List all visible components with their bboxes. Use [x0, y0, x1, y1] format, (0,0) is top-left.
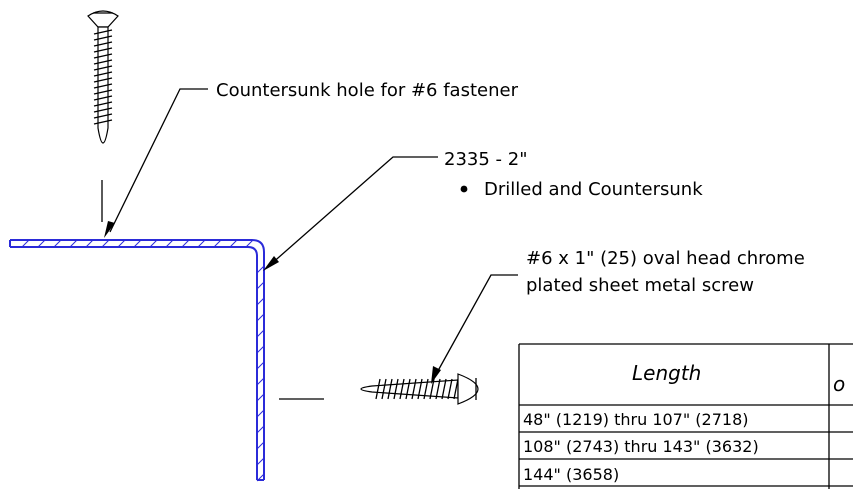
drawing-stroke: [256, 457, 265, 466]
bullet-icon: [460, 185, 468, 193]
part-number-callout: 2335 - 2": [444, 149, 527, 170]
drawing-stroke: [213, 239, 222, 248]
drawing-stroke: [93, 119, 113, 125]
drawing-stroke: [93, 35, 113, 41]
drawing-stroke: [417, 378, 423, 400]
drawing-stroke: [133, 239, 142, 248]
drawing-stroke: [256, 393, 265, 402]
drawing-stroke: [381, 378, 387, 400]
drawing-stroke: [256, 409, 265, 418]
drawing-stroke: [256, 377, 265, 386]
drawing-stroke: [447, 378, 453, 400]
drawing-stroke: [256, 329, 265, 338]
drawing-stroke: [256, 297, 265, 306]
drawing-stroke: [375, 378, 381, 400]
drawing-stroke: [37, 239, 46, 248]
leader-part: [263, 156, 438, 271]
table-row-1: 48" (1219) thru 107" (2718): [523, 410, 749, 429]
table-header-length: Length: [632, 361, 701, 385]
drawing-stroke: [101, 239, 110, 248]
drawing-stroke: [245, 239, 254, 248]
horizontal-screw-icon: [360, 373, 479, 405]
drawing-stroke: [93, 41, 113, 47]
drawing-stroke: [149, 239, 158, 248]
drawing-stroke: [93, 113, 113, 119]
drawing-stroke: [256, 313, 265, 322]
drawing-stroke: [441, 378, 447, 400]
drawing-stroke: [21, 239, 30, 248]
countersunk-callout: Countersunk hole for #6 fastener: [216, 80, 519, 101]
drawing-stroke: [93, 59, 113, 65]
drawing-stroke: [93, 101, 113, 107]
table-header-partial: o: [833, 372, 845, 396]
drawing-stroke: [256, 473, 265, 482]
screw-callout-line2: plated sheet metal screw: [526, 275, 754, 296]
drawing-stroke: [453, 378, 459, 400]
drawing-stroke: [181, 239, 190, 248]
drawing-stroke: [165, 239, 174, 248]
part-note-callout: Drilled and Countersunk: [484, 179, 703, 200]
leader-countersunk: [104, 88, 208, 238]
drawing-stroke: [85, 239, 94, 248]
drawing-stroke: [93, 107, 113, 113]
table-row-2: 108" (2743) thru 143" (3632): [523, 437, 759, 456]
drawing-stroke: [69, 239, 78, 248]
drawing-stroke: [411, 378, 417, 400]
drawing-stroke: [229, 239, 238, 248]
drawing-stroke: [93, 95, 113, 101]
drawing-stroke: [53, 239, 62, 248]
drawing-stroke: [117, 239, 126, 248]
angle-profile: [9, 239, 265, 482]
drawing-stroke: [256, 265, 265, 274]
drawing-stroke: [93, 47, 113, 53]
drawing-stroke: [93, 71, 113, 77]
drawing-stroke: [399, 378, 405, 400]
drawing-stroke: [429, 378, 435, 400]
drawing-stroke: [435, 378, 441, 400]
drawing-stroke: [93, 29, 113, 35]
drawing-stroke: [197, 239, 206, 248]
drawing-stroke: [256, 425, 265, 434]
drawing-stroke: [93, 89, 113, 95]
leader-screw: [431, 274, 518, 384]
length-table: Length o 48" (1219) thru 107" (2718) 108…: [518, 343, 853, 489]
drawing-stroke: [256, 345, 265, 354]
drawing-stroke: [393, 378, 399, 400]
drawing-stroke: [93, 77, 113, 83]
drawing-stroke: [93, 53, 113, 59]
table-row-3: 144" (3658): [523, 465, 619, 484]
drawing-stroke: [387, 378, 393, 400]
drawing-stroke: [405, 378, 411, 400]
drawing-stroke: [93, 65, 113, 71]
drawing-stroke: [256, 281, 265, 290]
drawing-stroke: [256, 361, 265, 370]
drawing-stroke: [93, 83, 113, 89]
screw-callout-line1: #6 x 1" (25) oval head chrome: [526, 248, 805, 269]
drawing-stroke: [256, 441, 265, 450]
drawing-stroke: [423, 378, 429, 400]
vertical-screw-icon: [87, 10, 119, 144]
